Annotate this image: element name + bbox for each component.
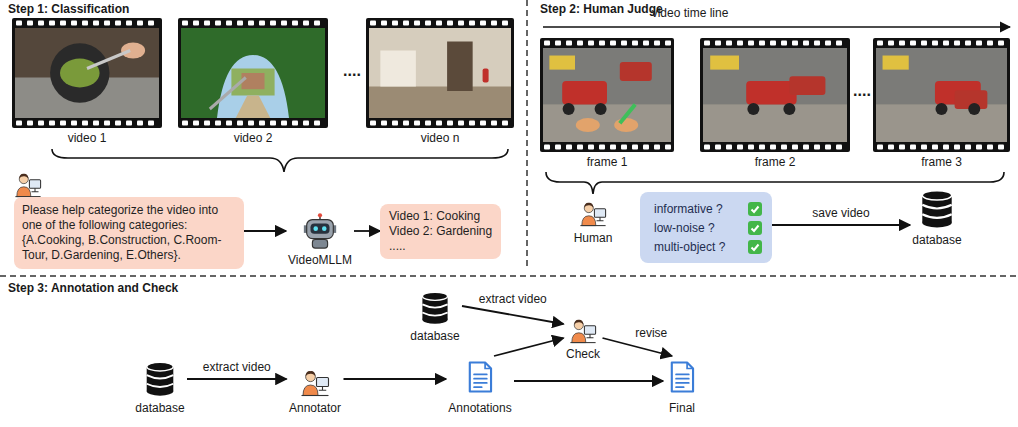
node-text: video 2	[234, 131, 273, 146]
db-glyph	[140, 360, 180, 398]
step-heading: Step 3: Annotation and Check	[8, 281, 178, 295]
annotator-icon: Annotator	[287, 366, 344, 416]
video-frame: frame 1	[540, 38, 674, 170]
doc-glyph	[665, 356, 699, 398]
node-text: frame 3	[921, 155, 962, 170]
film-strip	[873, 38, 1010, 152]
divider	[526, 0, 528, 270]
flow-arrow	[494, 338, 564, 356]
node-text: frame 2	[755, 155, 796, 170]
video-frame: frame 3	[873, 38, 1010, 170]
db-glyph	[915, 188, 959, 230]
node-text: Annotations	[448, 401, 511, 416]
video-frame: frame 2	[700, 38, 850, 170]
node-text: Final	[669, 401, 695, 416]
robot-glyph	[300, 212, 340, 250]
checklist-row: low-noise ?	[654, 218, 762, 237]
node-text: informative ?	[654, 202, 723, 216]
film-strip	[700, 38, 850, 152]
step-heading: Step 1: Classification	[8, 2, 129, 16]
doc-glyph	[463, 356, 497, 398]
node-text: .....	[389, 239, 492, 254]
node-text: frame 1	[587, 155, 628, 170]
flow-arrow	[772, 224, 910, 226]
document-icon: Final	[663, 356, 701, 416]
node-text: Annotator	[289, 401, 341, 416]
node-text: Please help categorize the video into on…	[22, 203, 236, 263]
check-mark	[748, 240, 762, 254]
flow-arrow	[603, 338, 673, 356]
person-glyph	[569, 316, 597, 344]
person-glyph	[579, 198, 607, 228]
database-icon: database	[910, 188, 964, 248]
axis-label: video time line	[652, 6, 729, 20]
film-strip	[12, 18, 162, 128]
result-box: Video 1: CookingVideo 2: Gardening.....	[380, 204, 501, 259]
check-mark	[748, 221, 762, 235]
film-strip	[366, 18, 514, 128]
video-thumbnail: video n	[366, 18, 514, 146]
flow-arrow	[244, 230, 286, 232]
timeline-arrow	[543, 26, 1010, 28]
db-glyph	[415, 290, 455, 326]
person-glyph	[15, 174, 40, 197]
edge-label: revise	[633, 326, 669, 340]
video-thumbnail: video 2	[178, 18, 328, 146]
node-text: Check	[566, 347, 600, 362]
node-text: low-noise ?	[654, 221, 715, 235]
document-icon: Annotations	[446, 356, 514, 416]
ellipsis: ....	[343, 62, 361, 80]
edge-label: extract video	[201, 360, 273, 374]
human-icon: Human	[572, 198, 615, 246]
model-icon: VideoMLLM	[286, 212, 354, 268]
film-strip	[540, 38, 674, 152]
checklist-box: informative ? low-noise ? multi-object ?	[640, 192, 772, 263]
node-text: database	[135, 401, 184, 416]
node-text: video n	[421, 131, 460, 146]
database-icon: database	[133, 360, 187, 416]
flow-arrow	[344, 378, 447, 380]
checklist-row: informative ?	[654, 199, 762, 218]
flow-arrow	[462, 306, 564, 324]
person-glyph	[300, 366, 330, 398]
flow-arrow	[187, 378, 287, 380]
brace	[52, 149, 508, 172]
user-icon	[15, 174, 40, 197]
prompt-box: Please help categorize the video into on…	[14, 197, 244, 269]
node-text: database	[410, 329, 459, 344]
check-mark	[748, 202, 762, 216]
flow-arrow	[354, 230, 380, 232]
flow-arrow	[514, 380, 663, 382]
checklist-row: multi-object ?	[654, 237, 762, 256]
edge-label: save video	[810, 206, 871, 220]
node-text: Human	[574, 231, 613, 246]
edge-label: extract video	[477, 292, 549, 306]
node-text: database	[912, 233, 961, 248]
node-text: multi-object ?	[654, 240, 725, 254]
database-icon: database	[408, 290, 462, 344]
node-text: Video 2: Gardening	[389, 224, 492, 239]
ellipsis: ....	[853, 82, 871, 100]
divider	[0, 275, 1018, 277]
node-text: video 1	[68, 131, 107, 146]
step-heading: Step 2: Human Judge	[540, 2, 663, 16]
node-text: Video 1: Cooking	[389, 209, 492, 224]
checker-icon: Check	[564, 316, 603, 362]
film-strip	[178, 18, 328, 128]
video-thumbnail: video 1	[12, 18, 162, 146]
node-text: VideoMLLM	[288, 253, 352, 268]
